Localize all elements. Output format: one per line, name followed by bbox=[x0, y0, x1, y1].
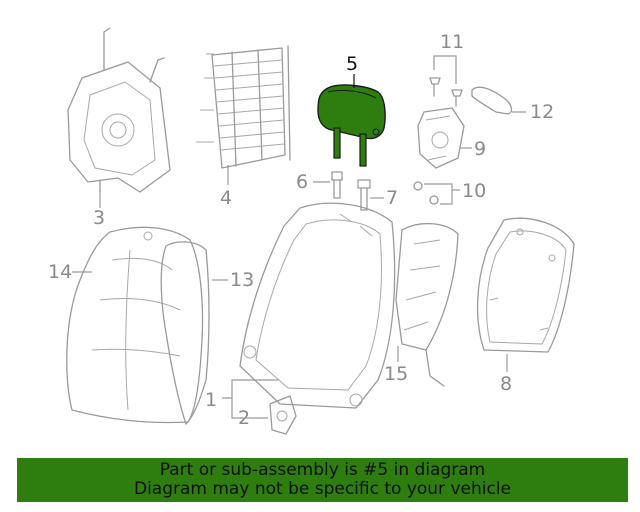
callout-4: 4 bbox=[220, 187, 232, 209]
banner-line-2: Diagram may not be specific to your vehi… bbox=[133, 479, 511, 499]
part-6-headrest-guide bbox=[331, 171, 343, 199]
part-seat-back-frame bbox=[239, 202, 396, 409]
callout-10: 10 bbox=[462, 180, 486, 202]
part-11-bolts bbox=[429, 77, 463, 107]
callout-12: 12 bbox=[530, 101, 554, 123]
parts-diagram: 3 4 5 6 7 11 12 bbox=[48, 27, 575, 435]
banner-line-1: Part or sub-assembly is #5 in diagram bbox=[159, 460, 486, 480]
callout-5: 5 bbox=[346, 53, 358, 75]
part-8-back-panel bbox=[476, 217, 575, 353]
callout-6: 6 bbox=[296, 171, 308, 193]
callout-1: 1 bbox=[205, 389, 217, 411]
part-15-side-trim bbox=[395, 223, 459, 387]
part-14-seat-back-cushion bbox=[66, 226, 204, 424]
part-9-recliner-bracket bbox=[417, 107, 465, 169]
part-7-headrest-guide bbox=[357, 179, 371, 211]
callout-15: 15 bbox=[384, 363, 408, 385]
info-banner: Part or sub-assembly is #5 in diagram Di… bbox=[17, 458, 628, 502]
leader-11 bbox=[433, 55, 457, 84]
callout-14: 14 bbox=[48, 261, 72, 283]
leader-1 bbox=[222, 379, 278, 399]
callout-9: 9 bbox=[474, 138, 486, 160]
leader-10 bbox=[424, 183, 460, 205]
part-5-headrest bbox=[317, 84, 386, 167]
callout-7: 7 bbox=[386, 187, 398, 209]
callout-3: 3 bbox=[93, 207, 105, 229]
part-2-recliner bbox=[269, 395, 297, 435]
part-3-backrest-mechanism bbox=[67, 27, 171, 193]
leader-2 bbox=[231, 398, 268, 419]
part-10-nuts bbox=[413, 181, 439, 205]
callout-11: 11 bbox=[440, 31, 464, 53]
part-12-trim-cover bbox=[471, 86, 513, 115]
callout-8: 8 bbox=[500, 373, 512, 395]
part-13-seat-back-cover bbox=[160, 241, 210, 425]
callout-13: 13 bbox=[230, 269, 254, 291]
part-4-lumbar-support bbox=[196, 45, 291, 169]
